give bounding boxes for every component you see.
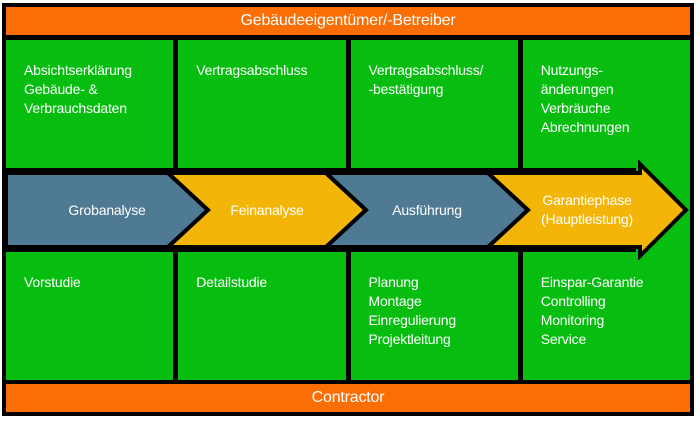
owner-deliverables-row: Absichtserklärung Gebäude- & Verbrauchsd…: [6, 40, 690, 168]
top-cell-garantiephase: Nutzungs- änderungen Verbräuche Abrechnu…: [522, 40, 690, 168]
top-cell-ausfuehrung: Vertragsabschluss/ -bestätigung: [350, 40, 518, 168]
contractor-banner: Contractor: [6, 384, 690, 412]
top-cell-feinanalyse: Vertragsabschluss: [178, 40, 346, 168]
phase-arrow-band: Grobanalyse Feinanalyse Ausführung Garan…: [6, 160, 690, 260]
owner-banner: Gebäudeeigentümer/-Betreiber: [6, 7, 690, 35]
contractor-deliverables-row: Vorstudie Detailstudie Planung Montage E…: [6, 252, 690, 380]
bottom-cell-feinanalyse: Detailstudie: [178, 252, 346, 380]
top-cell-grobanalyse: Absichtserklärung Gebäude- & Verbrauchsd…: [6, 40, 174, 168]
phase-arrows-graphic: [6, 160, 690, 260]
arrow-garantiephase: [482, 160, 689, 260]
owner-banner-label: Gebäudeeigentümer/-Betreiber: [240, 12, 456, 29]
contractor-banner-label: Contractor: [311, 389, 385, 406]
bottom-cell-grobanalyse: Vorstudie: [6, 252, 174, 380]
process-diagram-frame: Gebäudeeigentümer/-Betreiber Absichtserk…: [2, 3, 694, 416]
bottom-cell-ausfuehrung: Planung Montage Einregulierung Projektle…: [350, 252, 518, 380]
bottom-cell-garantiephase: Einspar-Garantie Controlling Monitoring …: [522, 252, 690, 380]
